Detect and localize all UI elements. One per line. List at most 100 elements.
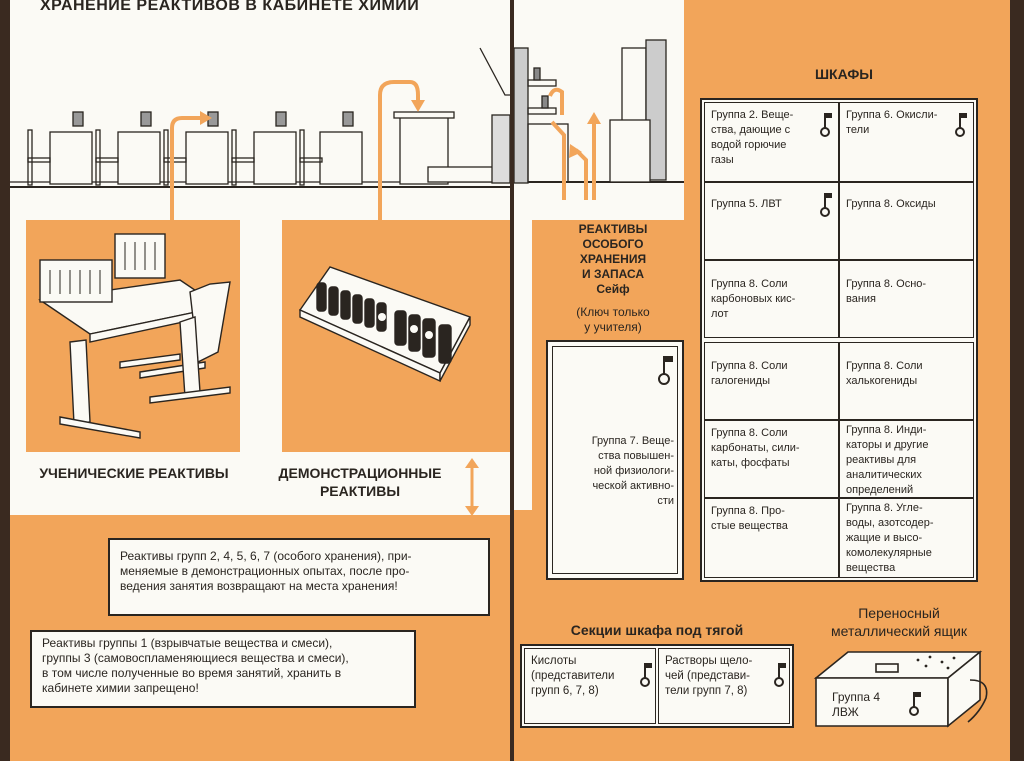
key-icon: [640, 663, 652, 687]
cell-line: Группа 8. Соли: [846, 360, 923, 372]
cell-line: тели: [846, 124, 870, 136]
safe-line: сти: [657, 495, 674, 507]
cabinet-cell: Группа 8. Соли галогениды: [704, 342, 839, 420]
safe-line: ческой активно-: [592, 480, 674, 492]
cell-line: Растворы щело-: [665, 655, 753, 667]
cell-line: газы: [711, 154, 734, 166]
cabinet-cell: Группа 8. Про- стые вещества: [704, 498, 839, 578]
cabinet-cell: Группа 6. Окисли- тели: [839, 102, 974, 182]
safe-line: ной физиологи-: [593, 465, 674, 477]
shelves-illustration: [514, 39, 684, 200]
cell-line: (представители: [531, 670, 615, 682]
label-line: Переносный: [858, 605, 940, 621]
cabinet-cell: Группа 8. Осно- вания: [839, 260, 974, 338]
safe-text: Группа 7. Веще- ства повышен- ной физиол…: [558, 434, 674, 509]
label-line: ХРАНЕНИЯ: [579, 252, 647, 266]
portable-box-text: Группа 4 ЛВЖ: [832, 690, 902, 720]
safe-box: Группа 7. Веще- ства повышен- ной физиол…: [546, 340, 684, 580]
box-line: ЛВЖ: [832, 705, 859, 719]
cell-line: ства, дающие с: [711, 124, 791, 136]
cell-line: Группа 8. Угле-: [846, 502, 923, 514]
key-icon: [658, 356, 673, 385]
cabinet-cell: Группа 8. Соли халькогениды: [839, 342, 974, 420]
cabinets-title: ШКАФЫ: [814, 66, 874, 82]
cabinet-cell: Группа 8. Угле- воды, азотсодер- жащие и…: [839, 498, 974, 578]
key-icon: [820, 193, 832, 217]
hood-cell: Растворы щело- чей (представи- тели груп…: [658, 648, 790, 724]
label-line: у учителя): [584, 320, 642, 334]
demo-reagents-label-2: РЕАКТИВЫ: [319, 483, 401, 499]
key-icon: [909, 692, 921, 716]
cell-line: лот: [711, 308, 729, 320]
cell-line: воды, азотсодер-: [846, 517, 934, 529]
cell-line: Группа 2. Веще-: [711, 109, 794, 121]
cabinet-cell: Группа 8. Соли карбоновых кис- лот: [704, 260, 839, 338]
cell-line: карбонаты, сили-: [711, 442, 800, 454]
white-margin: [10, 220, 26, 515]
note-line: ведения занятия возвращают на места хран…: [120, 579, 398, 593]
cell-line: аналитических: [846, 469, 922, 481]
safe-line: Группа 7. Веще-: [591, 435, 674, 447]
note-line: в том числе полученные во время занятий,…: [42, 666, 342, 680]
cell-line: вещества: [846, 562, 896, 574]
cabinet-cell: Группа 8. Инди- каторы и другие реактивы…: [839, 420, 974, 498]
note-line: Реактивы группы 1 (взрывчатые вещества и…: [42, 636, 333, 650]
key-icon: [774, 663, 786, 687]
cell-line: каты, фосфаты: [711, 457, 790, 469]
cell-line: реактивы для: [846, 454, 917, 466]
key-icon: [955, 113, 967, 137]
safe-door: [552, 346, 678, 574]
note-line: меняемые в демонстрационных опытах, посл…: [120, 564, 410, 578]
cell-line: Кислоты: [531, 655, 577, 667]
label-line: Сейф: [596, 282, 630, 296]
vertical-double-arrow: [465, 458, 479, 516]
hood-cell: Кислоты (представители групп 6, 7, 8): [524, 648, 656, 724]
cabinet-cell: Группа 2. Веще- ства, дающие с водой гор…: [704, 102, 839, 182]
cell-line: Группа 8. Соли: [711, 427, 788, 439]
cabinet-cell: Группа 8. Соли карбонаты, сили- каты, фо…: [704, 420, 839, 498]
cabinet-cell: Группа 8. Оксиды: [839, 182, 974, 260]
safe-line: ства повышен-: [598, 450, 674, 462]
cell-line: Группа 8. Инди-: [846, 424, 927, 436]
fume-hood-title: Секции шкафа под тягой: [570, 622, 744, 638]
label-line: металлический ящик: [831, 623, 967, 639]
cell-line: групп 6, 7, 8): [531, 685, 599, 697]
label-line: (Ключ только: [576, 305, 650, 319]
note-line: группы 3 (самовоспламеняющиеся вещества …: [42, 651, 349, 665]
cabinets-grid: Группа 2. Веще- ства, дающие с водой гор…: [700, 98, 978, 582]
cell-line: чей (представи-: [665, 670, 750, 682]
cell-line: Группа 8. Соли: [711, 278, 788, 290]
cell-line: Группа 8. Соли: [711, 360, 788, 372]
cell-line: Группа 5. ЛВТ: [711, 198, 782, 210]
cell-line: вания: [846, 293, 877, 305]
cell-line: каторы и другие: [846, 439, 929, 451]
demo-reagents-illustration: [298, 266, 472, 383]
cell-line: Группа 8. Оксиды: [846, 198, 936, 210]
forbidden-note: Реактивы группы 1 (взрывчатые вещества и…: [30, 630, 416, 708]
cell-line: комолекулярные: [846, 547, 932, 559]
cell-line: тели групп 7, 8): [665, 685, 748, 697]
cell-line: Группа 8. Про-: [711, 505, 785, 517]
note-line: кабинете химии запрещено!: [42, 681, 199, 695]
cell-line: водой горючие: [711, 139, 787, 151]
cell-line: определений: [846, 484, 914, 496]
white-margin: [514, 220, 532, 510]
page-title: ХРАНЕНИЕ РЕАКТИВОВ В КАБИНЕТЕ ХИМИИ: [40, 0, 420, 14]
portable-box-title: Переносный металлический ящик: [814, 604, 984, 640]
label-line: РЕАКТИВЫ: [578, 222, 648, 236]
cell-line: халькогениды: [846, 375, 918, 387]
classroom-illustration: [10, 47, 510, 220]
label-line: И ЗАПАСА: [581, 267, 644, 281]
cell-line: карбоновых кис-: [711, 293, 796, 305]
key-note: (Ключ только у учителя): [554, 305, 672, 335]
student-reagents-label: УЧЕНИЧЕСКИЕ РЕАКТИВЫ: [39, 465, 229, 481]
fume-hood-box: Кислоты (представители групп 6, 7, 8) Ра…: [520, 644, 794, 728]
cell-line: галогениды: [711, 375, 770, 387]
key-icon: [820, 113, 832, 137]
cell-line: стые вещества: [711, 520, 788, 532]
demo-return-note: Реактивы групп 2, 4, 5, 6, 7 (особого хр…: [108, 538, 490, 616]
cell-line: Группа 8. Осно-: [846, 278, 927, 290]
left-page: ХРАНЕНИЕ РЕАКТИВОВ В КАБИНЕТЕ ХИМИИ: [10, 0, 510, 761]
demo-reagents-label-1: ДЕМОНСТРАЦИОННЫЕ: [278, 465, 442, 481]
note-line: Реактивы групп 2, 4, 5, 6, 7 (особого хр…: [120, 549, 412, 563]
